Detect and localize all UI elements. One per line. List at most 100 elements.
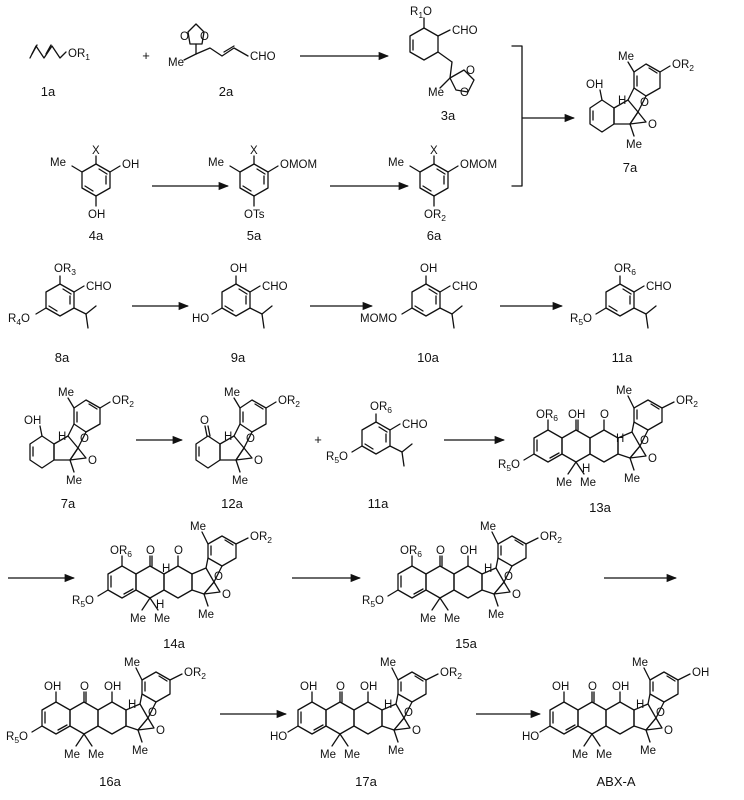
compound-4a: X Me OH OH 4a [50,145,139,243]
13a-atom-5: H [616,433,624,445]
17a-atom-2: OH [360,681,377,693]
12a-atom-6: Me [232,475,248,487]
compound-5a: X Me OMOM OTs 5a [208,145,317,243]
7a-top-atom-2: OH [586,79,603,91]
15a-atom-6: O [504,571,513,583]
compound-7a-top: Me OR2 OH H O O Me 7a [586,51,694,175]
5a-atom-1: Me [208,157,224,169]
label-4a: 4a [89,228,104,243]
4a-atom-3: OH [88,209,105,221]
14a-atom-0: OR6 [110,545,132,559]
3a-atom-0: R1O [410,6,432,20]
16a-atom-4: OR2 [184,667,206,681]
compound-3a: R1O CHO O O Me 3a [409,6,478,123]
2a-atom-2: Me [168,57,184,69]
abxa-atom-7: O [664,725,673,737]
label-7a-top: 7a [623,160,638,175]
16a-atom-3: Me [124,657,140,669]
12a-atom-2: O [200,415,209,427]
14a-atom-7: O [222,589,231,601]
abxa-atom-11: Me [640,745,656,757]
compound-16a: OH O OH Me OR2 H O O R5O Me Me Me 16a [6,657,206,789]
compound-abx-a: OH O OH Me OH H O O HO Me Me Me ABX-A [522,657,709,789]
14a-atom-6: O [214,571,223,583]
label-11a-top: 11a [612,350,633,365]
4a-atom-2: OH [122,159,139,171]
17a-atom-5: H [384,699,392,711]
17a-atom-4: OR2 [440,667,462,681]
12a-atom-5: O [254,455,263,467]
abxa-atom-1: O [588,681,597,693]
16a-atom-10: Me [88,749,104,761]
8a-atom-2: R4O [8,313,30,327]
compound-14a: OR6 O O Me OR2 H O O R5O H Me Me Me 14a [72,521,272,651]
15a-atom-0: OR6 [400,545,422,559]
14a-atom-5: H [162,563,170,575]
16a-atom-11: Me [132,745,148,757]
13a-atom-3: Me [616,385,632,397]
compound-11a-mid: OR6 CHO R5O 11a [326,401,428,511]
7a-top-atom-5: O [648,119,657,131]
13a-atom-7: O [648,453,657,465]
16a-atom-1: O [80,681,89,693]
13a-atom-1: OH [568,409,585,421]
10a-atom-1: CHO [452,281,478,293]
7a-mid-atom-4: O [80,433,89,445]
7a-top-atom-4: O [640,97,649,109]
14a-atom-2: O [174,545,183,557]
11a-mid-atom-1: CHO [402,419,428,431]
compound-12a: Me OR2 O H O O Me 12a [195,387,300,511]
17a-atom-7: O [412,725,421,737]
abxa-atom-6: O [656,707,665,719]
label-7a-mid: 7a [61,496,76,511]
compound-13a: OR6 OH O Me OR2 H O O R5O H Me Me Me 13a [498,385,698,515]
6a-atom-1: Me [388,157,404,169]
17a-atom-10: Me [344,749,360,761]
2a-atom-3: CHO [250,51,276,63]
label-17a: 17a [355,774,377,789]
5a-atom-2: OMOM [280,159,317,171]
15a-atom-1: O [436,545,445,557]
13a-atom-10: Me [556,477,572,489]
compound-15a: OR6 O OH Me OR2 H O O R5O Me Me Me 15a [362,521,562,651]
3a-atom-2: O [466,65,475,77]
13a-atom-11: Me [580,477,596,489]
15a-atom-4: OR2 [540,531,562,545]
3a-atom-3: O [460,87,469,99]
label-11a-mid: 11a [368,496,389,511]
label-14a: 14a [163,636,185,651]
15a-atom-3: Me [480,521,496,533]
7a-top-atom-1: OR2 [672,59,694,73]
16a-atom-8: R5O [6,731,28,745]
15a-atom-11: Me [488,609,504,621]
7a-top-atom-0: Me [618,51,634,63]
14a-atom-3: Me [190,521,206,533]
label-6a: 6a [427,228,442,243]
6a-atom-2: OMOM [460,159,497,171]
16a-atom-6: O [148,707,157,719]
17a-atom-9: Me [320,749,336,761]
3a-atom-1: CHO [452,25,478,37]
17a-atom-3: Me [380,657,396,669]
label-2a: 2a [219,84,234,99]
15a-atom-7: O [512,589,521,601]
17a-atom-6: O [404,707,413,719]
abxa-atom-9: Me [572,749,588,761]
7a-mid-atom-6: Me [66,475,82,487]
7a-mid-atom-3: H [58,431,66,443]
13a-atom-6: O [640,435,649,447]
5a-atom-3: OTs [244,209,265,221]
4a-atom-1: Me [50,157,66,169]
abxa-atom-3: Me [632,657,648,669]
abxa-atom-4: OH [692,667,709,679]
15a-atom-5: H [484,563,492,575]
merge-bracket [511,45,523,187]
label-3a: 3a [441,108,456,123]
6a-atom-3: OR2 [424,209,446,223]
15a-atom-9: Me [420,613,436,625]
13a-atom-12: Me [624,473,640,485]
plus-sign-2: + [314,432,322,447]
11a-top-atom-2: R5O [570,313,592,327]
16a-atom-0: OH [44,681,61,693]
